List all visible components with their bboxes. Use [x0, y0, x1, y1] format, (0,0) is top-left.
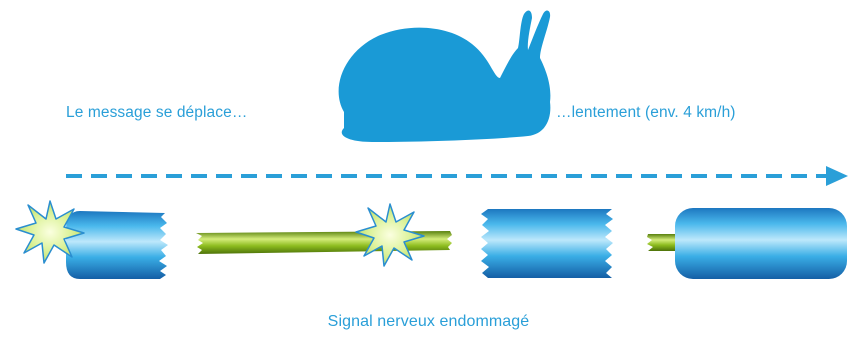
myelin-segment-2	[481, 209, 613, 278]
dashed-arrow	[66, 166, 848, 186]
snail-icon	[339, 10, 551, 142]
caption-damaged-signal: Signal nerveux endommagé	[0, 313, 857, 331]
myelin-segment-3	[675, 208, 847, 279]
caption-slowly: …lentement (env. 4 km/h)	[556, 104, 736, 122]
myelin-segment-1	[66, 211, 168, 279]
spark-icon	[356, 204, 424, 266]
caption-message-moves: Le message se déplace…	[66, 104, 247, 122]
